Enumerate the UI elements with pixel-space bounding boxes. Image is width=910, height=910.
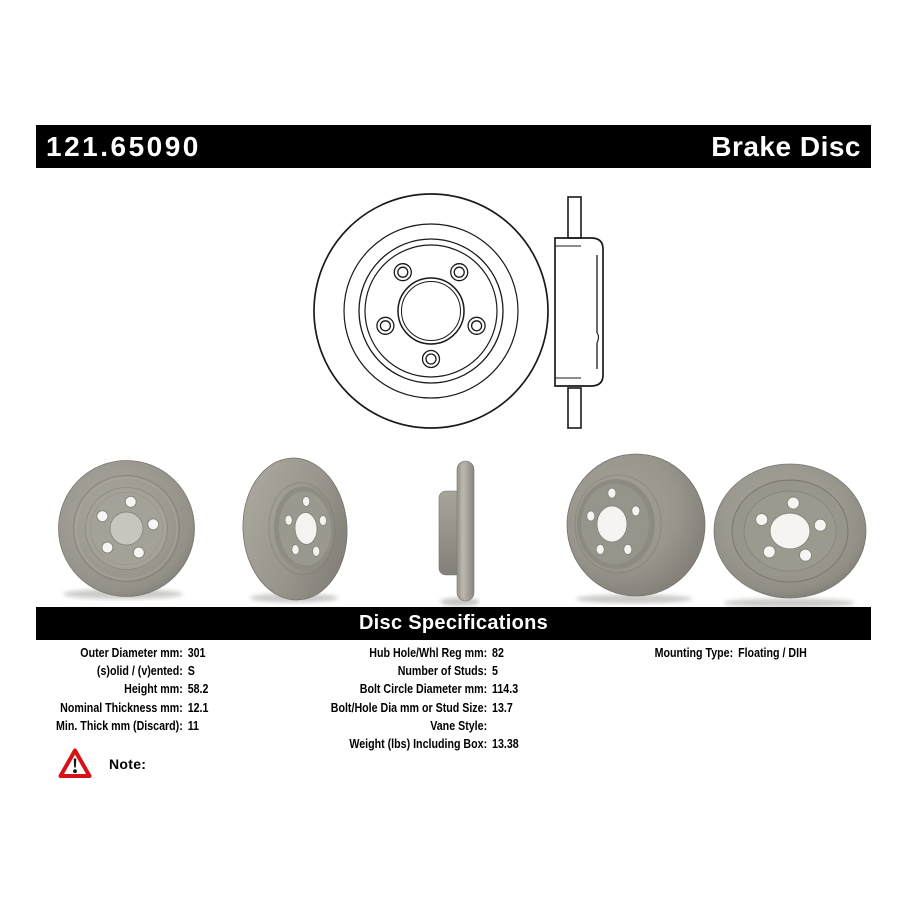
spec-row: Outer Diameter mm: 301: [36, 644, 208, 662]
spec-label: Number of Studs:: [397, 663, 488, 679]
drawing-front-view: [313, 193, 549, 429]
spec-column-left: Outer Diameter mm: 301 (s)olid / (v)ented…: [36, 644, 208, 735]
spec-label: Bolt Circle Diameter mm:: [359, 681, 488, 697]
product-title: Brake Disc: [711, 130, 861, 162]
photo-disc-rear-view: [713, 463, 867, 608]
spec-row: Hub Hole/Whl Reg mm: 82: [310, 644, 519, 662]
header-bar: 121.65090 Brake Disc: [36, 125, 871, 168]
spec-row: Weight (lbs) Including Box:13.38: [310, 735, 519, 753]
photo-disc-front-view: [58, 460, 195, 599]
spec-row: Number of Studs:5: [310, 662, 519, 680]
warning-triangle-icon: [58, 748, 92, 778]
spec-value: 13.38: [492, 735, 519, 751]
photo1-bolt-holes: [96, 495, 160, 559]
spec-row: Nominal Thickness mm:12.1: [36, 699, 208, 717]
spec-value: 5: [492, 663, 498, 679]
spec-label: Bolt/Hole Dia mm or Stud Size:: [330, 699, 488, 715]
spec-label: Weight (lbs) Including Box:: [349, 735, 488, 751]
spec-label: (s)olid / (v)ented:: [96, 663, 183, 679]
spec-label: Min. Thick mm (Discard):: [56, 717, 183, 733]
photo-disc-angled-rear-view: [566, 453, 706, 604]
photo4-bolt-holes: [586, 487, 641, 555]
spec-value: 58.2: [187, 681, 209, 697]
spec-value: Floating / DIH: [738, 645, 807, 660]
spec-label: Outer Diameter mm:: [80, 645, 183, 660]
spec-column-middle: Hub Hole/Whl Reg mm: 82 Number of Studs:5…: [310, 644, 519, 753]
spec-value: 11: [187, 717, 199, 733]
spec-section-header: Disc Specifications: [36, 607, 871, 640]
photo2-bolt-holes: [284, 496, 327, 557]
spec-value: 301: [187, 645, 206, 660]
spec-value: 114.3: [492, 681, 519, 697]
spec-column-right: Mounting Type: Floating / DIH: [620, 644, 807, 662]
spec-value: 12.1: [187, 699, 209, 715]
photo-disc-angled-front-view: [242, 457, 348, 603]
drawing-side-view: [554, 196, 604, 429]
spec-label: Mounting Type:: [654, 645, 734, 660]
note-label: Note:: [109, 755, 147, 772]
spec-value: S: [187, 663, 195, 679]
spec-row: Min. Thick mm (Discard):11: [36, 717, 208, 735]
spec-label: Vane Style:: [430, 717, 488, 733]
drawing-bolt-holes: [376, 263, 486, 369]
spec-value: 13.7: [492, 699, 513, 715]
spec-row: Vane Style:: [310, 717, 519, 735]
spec-row: Bolt Circle Diameter mm:114.3: [310, 680, 519, 698]
spec-row: Mounting Type: Floating / DIH: [620, 644, 807, 662]
photo5-bolt-holes: [755, 496, 827, 562]
spec-row: Height mm:58.2: [36, 680, 208, 698]
spec-label: Height mm:: [124, 681, 183, 697]
technical-drawing: [313, 193, 604, 429]
part-number: 121.65090: [46, 130, 201, 162]
spec-label: Hub Hole/Whl Reg mm:: [369, 645, 488, 660]
spec-value: 82: [492, 645, 504, 660]
note-row: Note:: [58, 747, 146, 780]
spec-section-title: Disc Specifications: [358, 612, 549, 634]
spec-row: (s)olid / (v)ented:S: [36, 662, 208, 680]
spec-label: Nominal Thickness mm:: [60, 699, 183, 715]
spec-row: Bolt/Hole Dia mm or Stud Size:13.7: [310, 699, 519, 717]
photo-disc-edge-view: [438, 460, 480, 606]
